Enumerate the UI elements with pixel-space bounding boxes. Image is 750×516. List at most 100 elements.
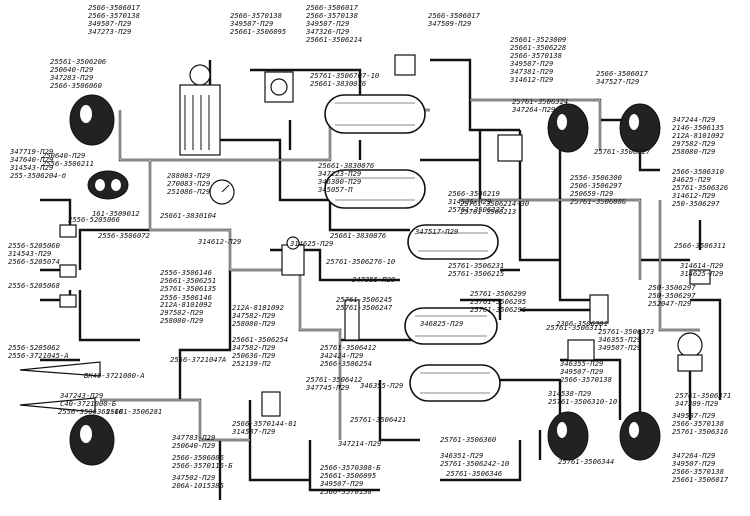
part-label: 25761-3506276-10 xyxy=(326,257,395,266)
part-label: 297582-П29 xyxy=(672,139,715,148)
part-label: 347509-П29 xyxy=(427,19,471,28)
reservoir-3 xyxy=(407,224,499,260)
part-label: 346351-П29 xyxy=(439,451,483,460)
part-label: 347264-П29 xyxy=(511,105,555,114)
part-label: 346300-П29 xyxy=(317,177,361,186)
part-label: 347719-П29 xyxy=(9,147,53,156)
part-label: 2556-3506072 xyxy=(98,231,150,240)
part-label: 349507-П29 xyxy=(305,19,349,28)
part-label: 2556-3721047А xyxy=(170,355,226,364)
pressure-regulator xyxy=(264,71,294,103)
part-label: 347582-П29 xyxy=(231,311,275,320)
part-label: 25761-3506296 xyxy=(470,305,526,314)
part-label: 347326-П29 xyxy=(305,27,349,36)
part-label: 347517-П29 xyxy=(414,227,458,236)
part-label: 2566-3570138 xyxy=(88,11,140,20)
valves-and-components xyxy=(19,54,711,417)
part-label: 25661-3830076 xyxy=(330,231,386,240)
part-label: 2556-3721045-А xyxy=(8,351,69,360)
part-label: 25661-3830104 xyxy=(160,211,216,220)
part-label: 161-3509012 xyxy=(92,209,140,218)
part-label: 288003-П29 xyxy=(167,171,210,180)
part-label: 25761-3506214-30 xyxy=(460,199,529,208)
part-label: 2566-3570138 xyxy=(510,51,562,60)
part-label: 2566-3506254 xyxy=(320,359,372,368)
part-label: 25661-3830076 xyxy=(310,79,366,88)
protection-valve xyxy=(497,134,523,162)
part-label: 2566-3506219 xyxy=(448,189,500,198)
part-label: 2566-3570138 xyxy=(320,487,372,496)
part-label: 2556-5205062 xyxy=(8,343,60,352)
coupling-head-left xyxy=(59,224,77,308)
part-label: 25761-3506324 xyxy=(512,97,568,106)
part-label: 212А-8101092 xyxy=(160,300,212,309)
part-label: 250640-П29 xyxy=(172,441,215,450)
part-label: 314614-П29 xyxy=(679,261,723,270)
part-label: 2566-3570138 xyxy=(672,419,724,428)
brake-chambers xyxy=(69,94,661,466)
part-label: 25761-3506215 xyxy=(448,269,504,278)
part-label: 2566-3506086 xyxy=(172,453,224,462)
part-label: 250636-П29 xyxy=(232,351,275,360)
part-label: 34625-П29 xyxy=(671,175,711,184)
part-label: 258080-П29 xyxy=(160,316,203,325)
brake-chamber-mid-right-2 xyxy=(619,103,661,153)
part-label: 349507-П29 xyxy=(87,19,131,28)
part-label: 347223-П29 xyxy=(317,169,361,178)
part-label: 342424-П29 xyxy=(319,351,363,360)
part-label: 25661-3506095 xyxy=(320,471,376,480)
part-label: 25761-3506086 xyxy=(570,197,626,206)
part-label: 250640-П29 xyxy=(42,151,85,160)
part-label: 25761-3506213 xyxy=(460,207,516,216)
part-label: 250-3506297 xyxy=(672,199,720,208)
part-label: 2556-5205068 xyxy=(8,281,60,290)
small-valve-top xyxy=(394,54,416,76)
part-label: 347309-П29 xyxy=(674,399,718,408)
part-label: 314537-П29 xyxy=(231,427,275,436)
part-label: 25761-3506360 xyxy=(440,435,496,444)
part-label: 25761-3506245 xyxy=(336,295,392,304)
part-label: 252139-П2 xyxy=(232,359,271,368)
part-label: 347214-П29 xyxy=(337,439,381,448)
part-label: 250640-П29 xyxy=(50,65,93,74)
part-label: 25661-3506214 xyxy=(306,35,362,44)
part-label: 2566-3506017 xyxy=(88,3,141,12)
part-label: 314612-П29 xyxy=(671,191,715,200)
part-label: 347527-П29 xyxy=(595,77,639,86)
part-label: 349507-П29 xyxy=(597,343,641,352)
part-label: 347243-П29 xyxy=(59,391,103,400)
part-label: 25661-3506281 xyxy=(106,407,162,416)
part-label: 25661-3506017 xyxy=(672,475,729,484)
part-label: 25661-3523009 xyxy=(510,35,566,44)
part-label: 2566-3570138 xyxy=(230,11,282,20)
hand-brake-valve xyxy=(261,391,281,417)
part-label: 2566-3570138 xyxy=(560,375,612,384)
part-label: 252047-П29 xyxy=(648,299,691,308)
part-label: 349507-П29 xyxy=(509,59,553,68)
part-label: 25761-3506412 xyxy=(306,375,362,384)
part-label: 25561-3506206 xyxy=(50,57,106,66)
part-label: 314543-П29 xyxy=(7,249,51,258)
part-label: 2566-3506017 xyxy=(306,3,359,12)
reservoir-1 xyxy=(324,94,426,134)
part-label: 258080-П29 xyxy=(672,147,715,156)
part-label: 2566-3506311 xyxy=(674,241,726,250)
part-label: 2556-5205066 xyxy=(68,215,120,224)
part-label: С40-3721000-Б xyxy=(60,399,117,408)
part-label: 347381-П29 xyxy=(509,67,553,76)
brake-chamber-front-left xyxy=(69,94,115,146)
part-label: 25761-3506344 xyxy=(558,457,614,466)
part-label: 25761-3506310-10 xyxy=(548,397,617,406)
part-label: 25761-3506295 xyxy=(470,297,526,306)
part-label: 25761-3506707-10 xyxy=(310,71,379,80)
part-label: 2566-3506310 xyxy=(672,167,724,176)
part-label: 25661-3506095 xyxy=(230,27,286,36)
part-label: 25761-3506346 xyxy=(446,469,502,478)
part-label: 347745-П29 xyxy=(305,383,349,392)
part-label: 314543-П29 xyxy=(9,163,53,172)
part-label: 347264-П29 xyxy=(671,451,715,460)
part-label: 2556-3506211 xyxy=(42,159,94,168)
air-filter xyxy=(87,170,129,200)
reservoir-4 xyxy=(404,307,498,345)
part-label: 25661-3506228 xyxy=(510,43,566,52)
